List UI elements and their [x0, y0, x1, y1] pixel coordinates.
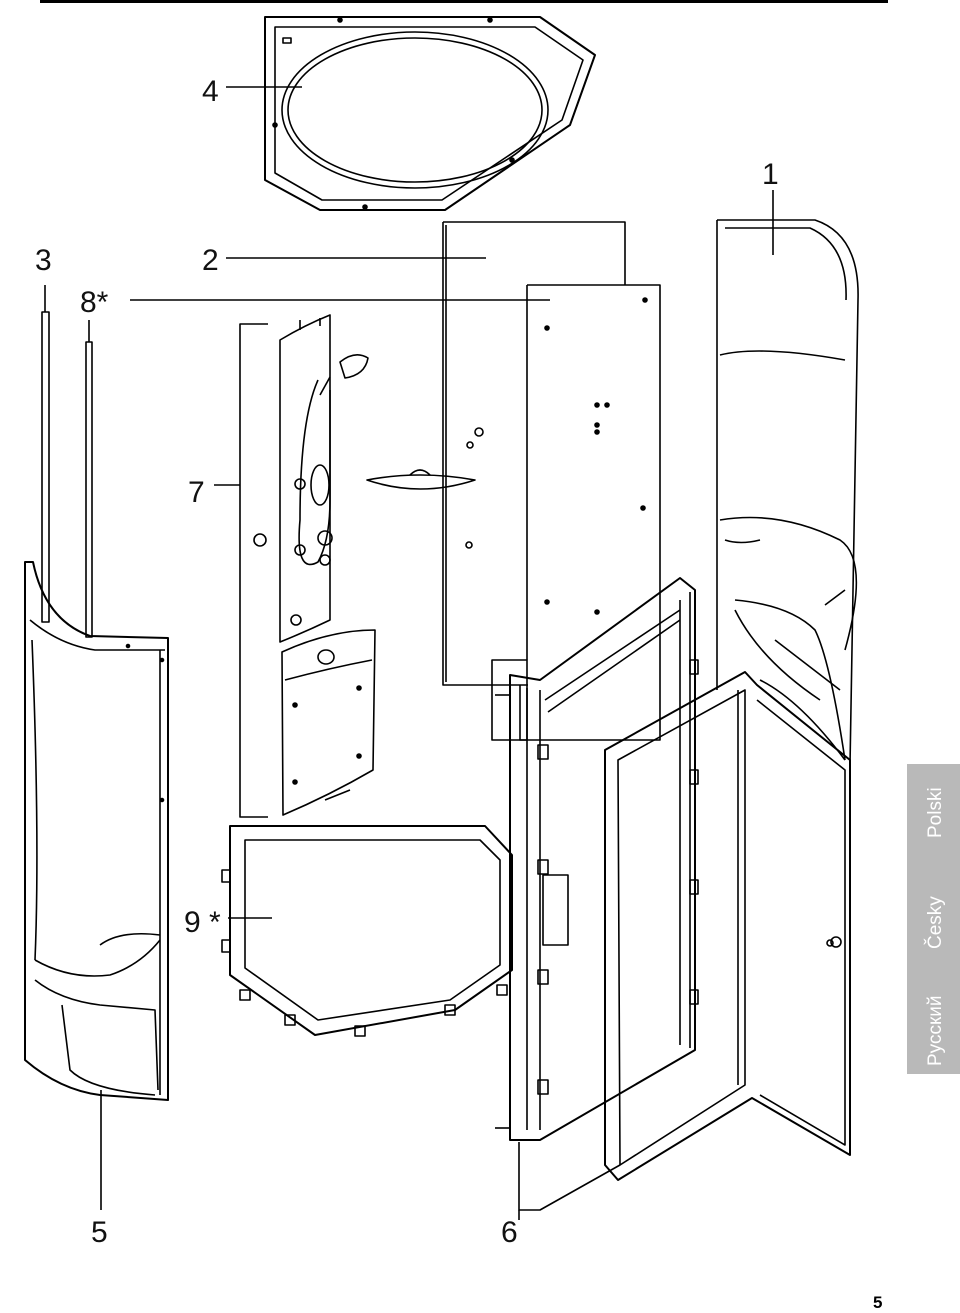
- part-5-curved-panel: [24, 561, 169, 1101]
- lang-cesky: Česky: [925, 896, 946, 949]
- callout-6: 6: [501, 1216, 518, 1249]
- lang-polski: Polski: [925, 787, 946, 838]
- part-4-tub-top: [264, 16, 596, 211]
- callout-9: 9 *: [184, 906, 221, 939]
- part-7-shower-column: [253, 314, 376, 816]
- part-3-rail: [41, 285, 50, 623]
- top-rule: [40, 0, 888, 3]
- callout-7: 7: [188, 476, 205, 509]
- callout-1: 1: [762, 158, 779, 191]
- part-1-side-wall: [716, 219, 859, 766]
- bracket-6: [518, 1142, 621, 1211]
- part-6-door-frame: [491, 577, 699, 1141]
- page-number: 5: [873, 1293, 883, 1312]
- part-2-back-panel: [442, 221, 626, 686]
- callout-8: 8*: [80, 286, 109, 319]
- callout-5: 5: [91, 1216, 108, 1249]
- part-9-tray-frame: [221, 825, 513, 1037]
- overhead-shower-disc: [366, 469, 476, 490]
- callout-3: 3: [35, 244, 52, 277]
- lang-russian: Русский: [925, 995, 946, 1067]
- part-6-door-leaf: [604, 671, 851, 1181]
- part-8-rail: [85, 320, 93, 638]
- language-tab: Polski Česky Русский: [907, 764, 960, 1074]
- callout-2: 2: [202, 244, 219, 277]
- callout-4: 4: [202, 75, 219, 108]
- bracket-7: [239, 323, 268, 818]
- part-8-wall-panel: [519, 284, 661, 741]
